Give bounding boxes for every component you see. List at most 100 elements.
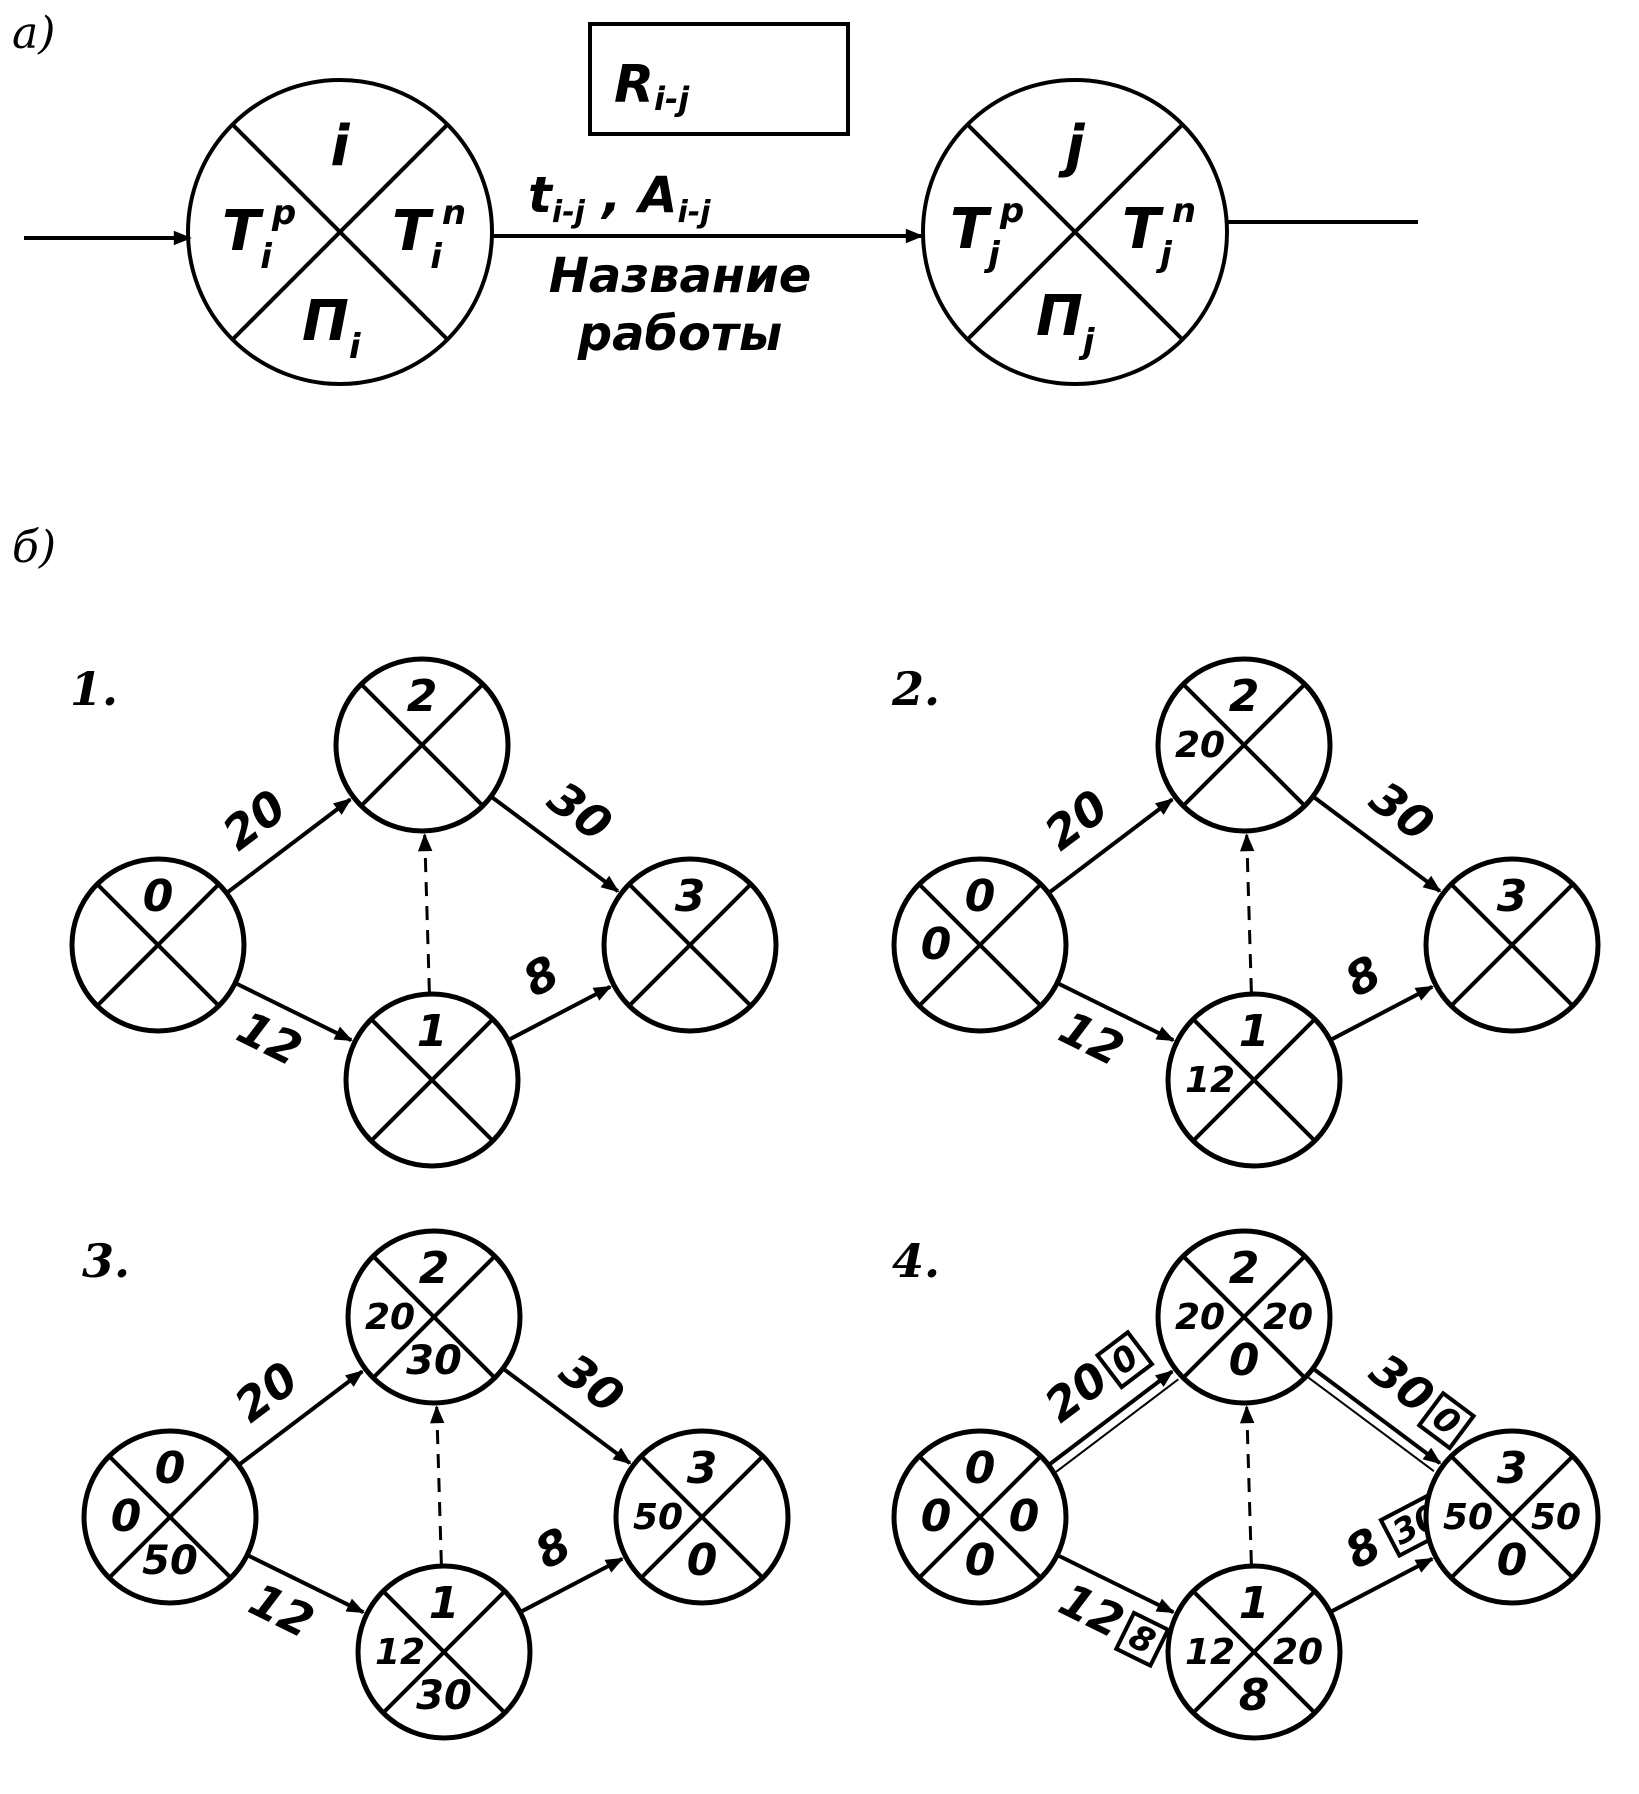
event-number-2: 2 xyxy=(419,1243,450,1294)
arrow-work-0-2 xyxy=(226,797,352,894)
dummy-work-1-2 xyxy=(417,833,433,993)
part-b: 1.201230802132.20123080022011233.2012308… xyxy=(69,656,1601,1741)
event-node-3: 3 xyxy=(1423,856,1601,1034)
arrow-work-1-3 xyxy=(1331,1556,1434,1613)
event-reserve-1: 8 xyxy=(1239,1670,1270,1721)
event-node-3: 350 500 xyxy=(1423,1428,1601,1606)
arc-duration-resource: ti-j , Ai-j xyxy=(528,166,711,230)
reserve-box-label: Ri-j xyxy=(614,55,690,118)
event-number-3: 3 xyxy=(1497,871,1528,922)
event-j-number: j xyxy=(1057,114,1085,179)
reserve-box-work-2-3: 0 xyxy=(1416,1390,1477,1451)
event-number-1: 1 xyxy=(417,1006,448,1057)
event-reserve-0: 50 xyxy=(142,1538,198,1584)
part-a-label: а) xyxy=(12,8,55,59)
event-i-circle: i Tip Tin Пi xyxy=(186,78,494,386)
event-i-early-time: Tip xyxy=(222,193,296,277)
event-number-2: 2 xyxy=(1229,1243,1260,1294)
event-number-1: 1 xyxy=(429,1578,460,1629)
event-number-2: 2 xyxy=(1229,671,1260,722)
arc-name-line2: работы xyxy=(577,306,782,362)
arrow-work-1-3 xyxy=(509,984,612,1041)
duration-work-0-1: 12 xyxy=(1051,1000,1132,1077)
reserve-box xyxy=(588,22,850,136)
reserve-box-work-0-2: 0 xyxy=(1094,1329,1155,1390)
event-number-0: 0 xyxy=(965,871,996,922)
duration-work-0-1: 12 xyxy=(241,1572,322,1649)
duration-work-1-3: 8 xyxy=(514,945,567,1008)
arrow-work-1-3 xyxy=(1331,984,1434,1041)
event-i-late-time: Tin xyxy=(392,193,466,277)
event-reserve-1: 30 xyxy=(416,1673,472,1719)
arrow-work-0-1 xyxy=(1058,982,1175,1043)
event-node-3: 3 xyxy=(601,856,779,1034)
event-number-1: 1 xyxy=(1239,1006,1270,1057)
early-time-2: 20 xyxy=(365,1297,415,1338)
event-node-0: 00 xyxy=(891,856,1069,1034)
dummy-work-1-2 xyxy=(1239,1405,1255,1565)
event-node-2: 220 xyxy=(1155,656,1333,834)
event-reserve-2: 0 xyxy=(1229,1335,1260,1386)
event-number-0: 0 xyxy=(155,1443,186,1494)
step-4-label: 4. xyxy=(892,1234,940,1288)
duration-work-1-3: 8 xyxy=(1336,1517,1389,1580)
event-reserve-3: 0 xyxy=(1497,1535,1528,1586)
critical-path-line-work-0-2 xyxy=(1055,1378,1179,1473)
event-reserve-3: 0 xyxy=(687,1535,718,1586)
early-time-1: 12 xyxy=(1185,1060,1235,1101)
arrow-work-2-3 xyxy=(1313,796,1442,893)
arrow-work-0-2 xyxy=(1048,797,1174,894)
early-time-2: 20 xyxy=(1175,725,1225,766)
early-time-0: 0 xyxy=(921,1491,952,1542)
part-a: а) Ri-j i Tip Tin Пi ti-j , Ai-j Названи… xyxy=(12,8,1418,386)
arrow-work-0-2 xyxy=(238,1369,364,1466)
event-i-reserve: Пi xyxy=(302,289,362,367)
early-time-0: 0 xyxy=(921,919,952,970)
late-time-3: 50 xyxy=(1531,1497,1581,1538)
arrow-work-0-2 xyxy=(1048,1369,1174,1466)
event-number-3: 3 xyxy=(687,1443,718,1494)
event-number-0: 0 xyxy=(965,1443,996,1494)
arrow-work-0-1 xyxy=(1058,1554,1175,1615)
duration-work-1-3: 8 xyxy=(526,1517,579,1580)
event-j-reserve: Пj xyxy=(1036,284,1096,362)
event-number-3: 3 xyxy=(675,871,706,922)
event-node-1: 1 xyxy=(343,991,521,1169)
event-number-0: 0 xyxy=(143,871,174,922)
early-time-0: 0 xyxy=(111,1491,142,1542)
event-node-2: 2 xyxy=(333,656,511,834)
arrow-work-0-1 xyxy=(248,1554,365,1615)
event-j-circle: j Tjp Tjn Пj xyxy=(921,78,1229,386)
event-number-3: 3 xyxy=(1497,1443,1528,1494)
arrow-work-2-3 xyxy=(503,1368,632,1465)
step-3-label: 3. xyxy=(82,1234,130,1288)
early-time-3: 50 xyxy=(633,1497,683,1538)
event-j-early-time: Tjp xyxy=(950,191,1024,275)
early-time-1: 12 xyxy=(375,1632,425,1673)
event-reserve-0: 0 xyxy=(965,1535,996,1586)
dummy-work-1-2 xyxy=(1239,833,1255,993)
arrow-work-2-3 xyxy=(491,796,620,893)
event-node-1: 112 208 xyxy=(1165,1563,1343,1741)
arrow-work-2-3 xyxy=(1313,1368,1442,1465)
step-1-label: 1. xyxy=(70,662,118,716)
early-time-3: 50 xyxy=(1443,1497,1493,1538)
arc-name-line1: Название xyxy=(549,248,812,304)
step-2-label: 2. xyxy=(891,662,940,716)
early-time-1: 12 xyxy=(1185,1632,1235,1673)
event-number-1: 1 xyxy=(1239,1578,1270,1629)
duration-work-1-3: 8 xyxy=(1336,945,1389,1008)
late-time-0: 0 xyxy=(1009,1491,1040,1542)
event-node-0: 0 xyxy=(69,856,247,1034)
late-time-1: 20 xyxy=(1273,1632,1323,1673)
